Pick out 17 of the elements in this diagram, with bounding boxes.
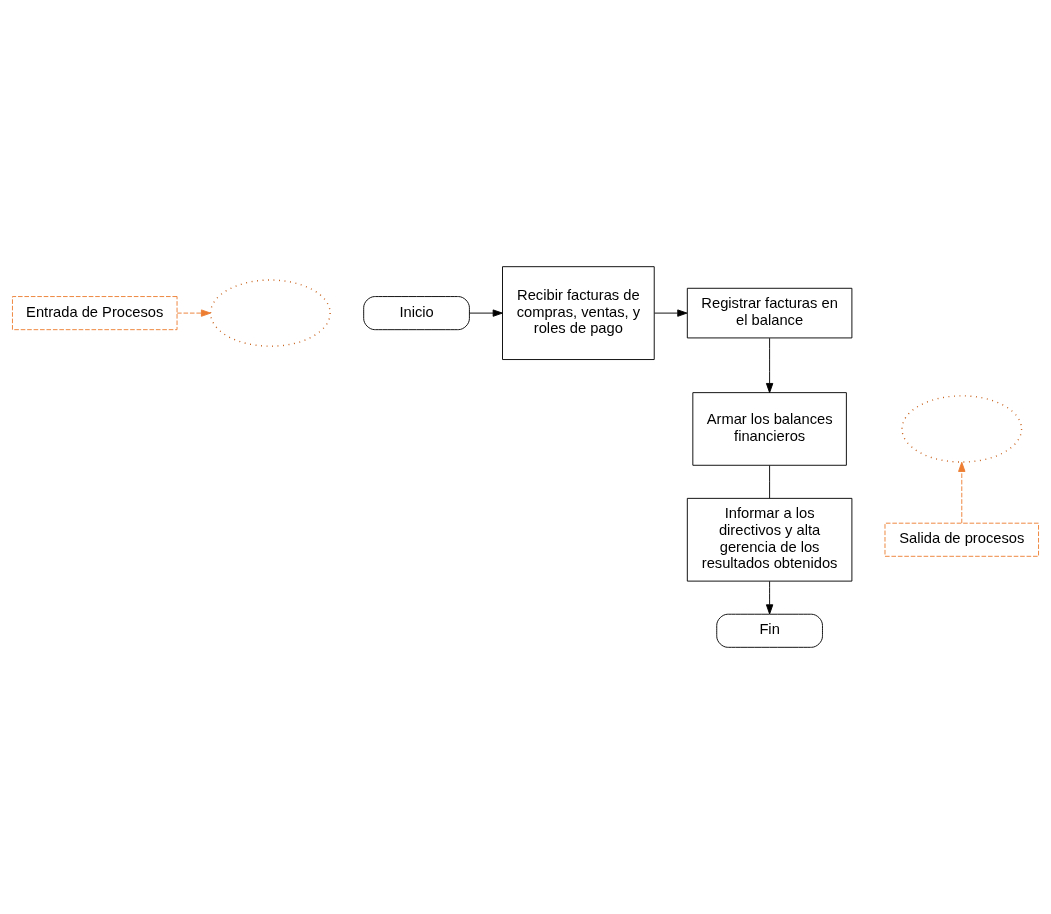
node-circle [209,279,331,347]
node-box: Fin [716,613,823,648]
node-box: Salida de procesos [884,522,1039,557]
node-box: Registrar facturas en el balance [686,287,853,339]
node-box: Informar a los directivos y alta gerencia de los resultados obtenidos [686,497,853,582]
arrow [654,309,688,317]
connector [769,465,771,499]
arrow [469,309,503,317]
node-box: Armar los balances financieros [692,392,847,466]
arrow [765,337,774,394]
node-box: Inicio [363,296,470,331]
node-box: Recibir facturas de compras, ventas, y roles de pago [502,266,655,360]
arrow [958,461,966,524]
arrow [176,309,212,317]
node-box: Entrada de Procesos [12,296,178,331]
node-circle [901,395,1023,463]
arrow [765,580,774,615]
